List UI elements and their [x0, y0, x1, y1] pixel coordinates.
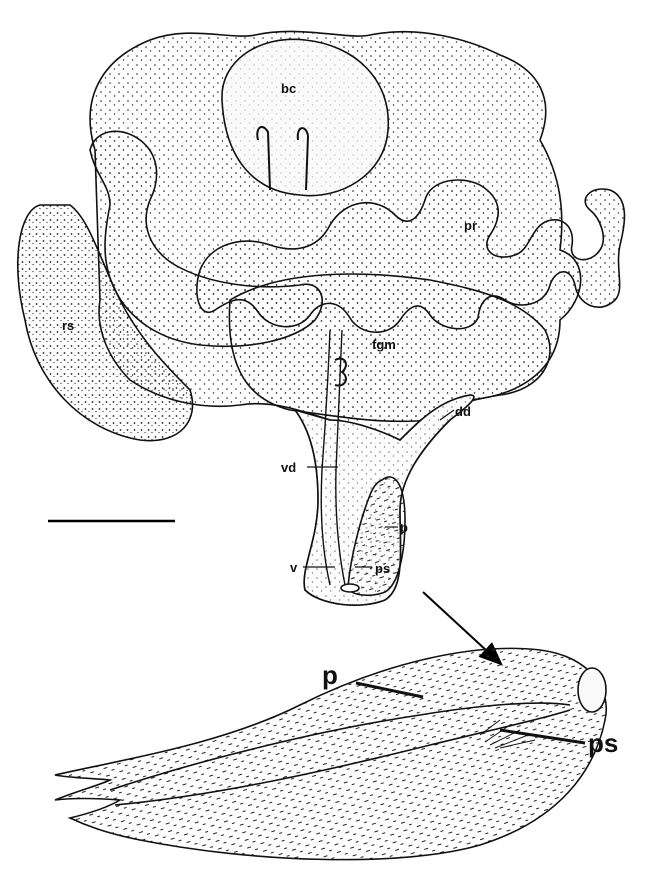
label-rs: rs [62, 318, 74, 333]
label-bc: bc [281, 81, 296, 96]
ps-tip [341, 584, 359, 592]
label-vd: vd [281, 460, 296, 475]
label-p: p [400, 520, 408, 535]
label-detail-ps: ps [588, 728, 618, 758]
detail-tip-cap [578, 668, 606, 712]
label-detail-p: p [322, 660, 338, 690]
label-ps: ps [375, 561, 390, 576]
label-dd: dd [455, 404, 471, 419]
label-fgm: fgm [372, 337, 396, 352]
label-v: v [290, 560, 298, 575]
label-pr: pr [464, 218, 477, 233]
upper-organ-drawing [18, 31, 625, 605]
